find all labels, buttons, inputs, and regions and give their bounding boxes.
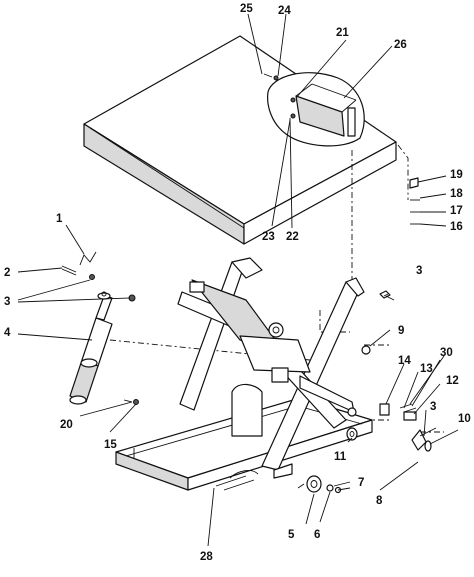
callout-19: 19 — [450, 169, 463, 181]
callout-30: 30 — [440, 347, 453, 359]
callout-3-right: 3 — [416, 265, 422, 277]
callout-21: 21 — [336, 27, 349, 39]
callout-10: 10 — [458, 413, 471, 425]
leader-lines — [17, 13, 459, 547]
callout-3-lower-right: 3 — [430, 401, 436, 413]
callout-9: 9 — [398, 325, 404, 337]
callout-16: 16 — [450, 221, 463, 233]
callout-5: 5 — [288, 529, 295, 541]
callout-25: 25 — [240, 3, 253, 15]
callout-18: 18 — [450, 188, 463, 200]
callout-6: 6 — [314, 529, 320, 541]
callout-1: 1 — [56, 213, 63, 225]
callout-26: 26 — [394, 39, 407, 51]
callout-labels: 1 2 3 3 4 5 6 7 8 9 10 11 12 13 14 15 16… — [4, 3, 471, 563]
hydraulic-cylinder — [69, 291, 113, 405]
callout-20: 20 — [60, 419, 73, 431]
callout-8: 8 — [376, 495, 383, 507]
callout-14: 14 — [398, 355, 411, 367]
callout-24: 24 — [278, 5, 291, 17]
callout-4: 4 — [4, 327, 11, 339]
table-top — [83, 35, 397, 245]
callout-11: 11 — [334, 451, 347, 463]
callout-22: 22 — [286, 231, 299, 243]
callout-12: 12 — [446, 375, 459, 387]
callout-7: 7 — [358, 477, 364, 489]
callout-3-left: 3 — [4, 296, 10, 308]
callout-2: 2 — [4, 267, 10, 279]
scissor-legs — [177, 257, 365, 479]
callout-28: 28 — [200, 551, 213, 563]
callout-13: 13 — [420, 363, 433, 375]
callout-23: 23 — [262, 231, 275, 243]
callout-15: 15 — [104, 439, 117, 451]
callout-17: 17 — [450, 205, 463, 217]
hardware — [61, 177, 432, 494]
